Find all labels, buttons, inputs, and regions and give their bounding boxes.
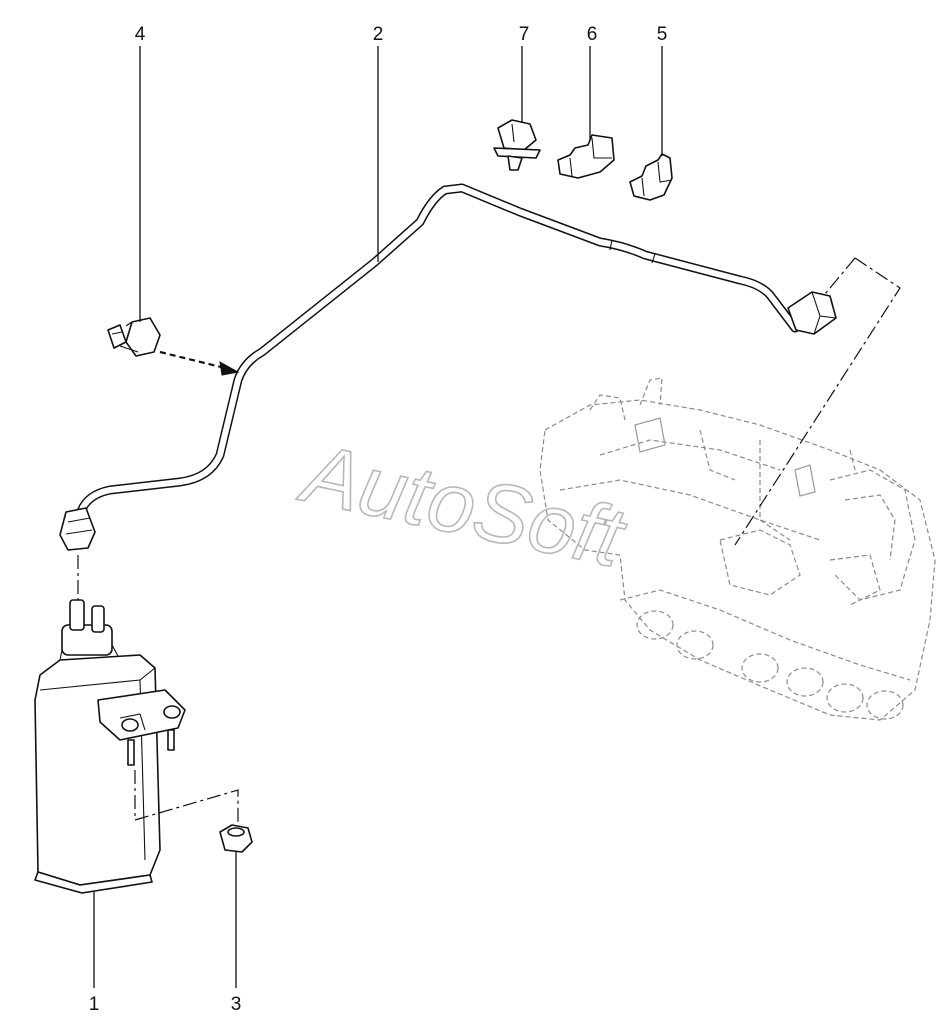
callout-1: 1	[89, 994, 100, 1015]
watermark-text: AutoSoft	[291, 425, 634, 586]
flange-nut	[219, 824, 253, 853]
callout-6: 6	[587, 24, 598, 45]
callout-7: 7	[519, 24, 530, 45]
autosoft-watermark: AutoSoft	[291, 424, 636, 586]
callout-3: 3	[231, 994, 242, 1015]
leader-lines	[93, 46, 663, 988]
hose-clip-4	[107, 317, 240, 376]
callout-4: 4	[135, 24, 146, 45]
hose-to-manifold-guide	[734, 257, 901, 546]
stud-to-nut-guide	[134, 770, 239, 822]
intake-manifold-ghost	[539, 377, 936, 721]
carbon-canister	[34, 599, 186, 894]
callout-2: 2	[373, 24, 384, 45]
callout-5: 5	[657, 24, 668, 45]
vapour-hose	[59, 183, 837, 551]
holder-5	[629, 153, 673, 201]
holder-6	[557, 134, 615, 179]
push-clip-7	[493, 119, 541, 171]
